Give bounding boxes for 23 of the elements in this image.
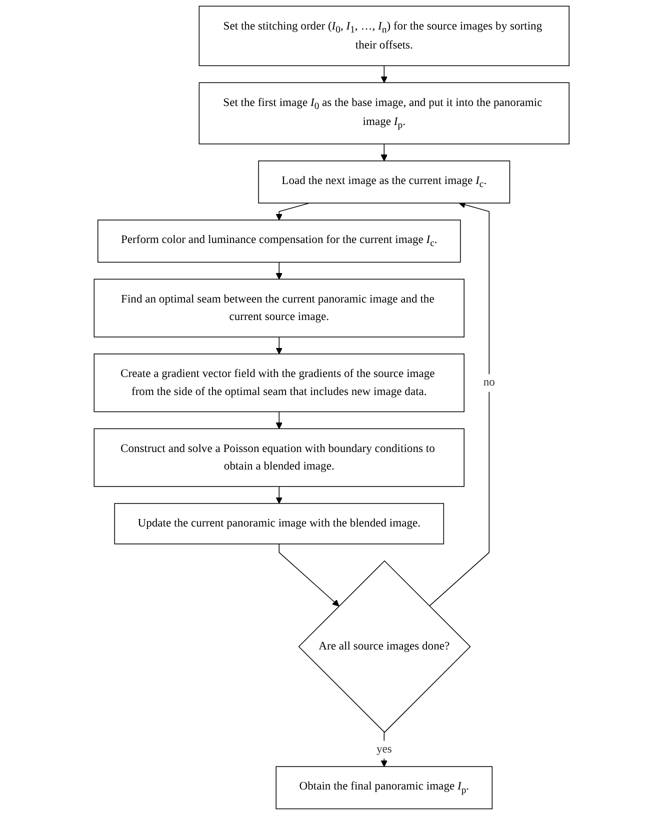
arrow: [279, 544, 340, 606]
arrow: [276, 336, 283, 354]
node-box: [199, 82, 570, 144]
node-box: [94, 354, 465, 412]
edge-label: no: [484, 376, 496, 389]
arrow: [381, 732, 388, 767]
arrow: [276, 411, 283, 429]
node-box: [98, 220, 462, 263]
arrow: [276, 486, 283, 504]
node-diamond: [298, 560, 472, 733]
node-box: [199, 6, 570, 66]
node-box: [258, 160, 510, 204]
node-box: [94, 428, 465, 487]
node-box: [276, 766, 493, 810]
edge-label: yes: [376, 743, 392, 756]
arrow: [381, 144, 388, 162]
arrow: [276, 262, 283, 280]
flowchart: no yes Set the stitching order (I$_{0}$, I$_{1}$, …, I$_{n}$) for the source images by sorting their offsets. Set the first image I$_{0}$ as the base image, and put it into the panoramic image I$_{p}$. Load the next image as the current image I$_{c}$. Perform color and luminance compensation for the current image I$_{c}$. Find an optimal seam between the current panoramic image and the current source image. Create a gradient vector field with the gradients of the source image from the side of the optimal seam that includes new image data. Construct and solve a Poisson equation with boundary conditions to obtain a blended image. Update the current panoramic image with the blended image. Are all source images done? Obtain the final panoramic image I$_{p}$.: [88, 0, 576, 815]
node-box: [94, 278, 465, 338]
arrow: [429, 201, 490, 606]
arrow: [381, 65, 388, 83]
node-box: [114, 503, 444, 544]
arrow: [276, 202, 310, 220]
